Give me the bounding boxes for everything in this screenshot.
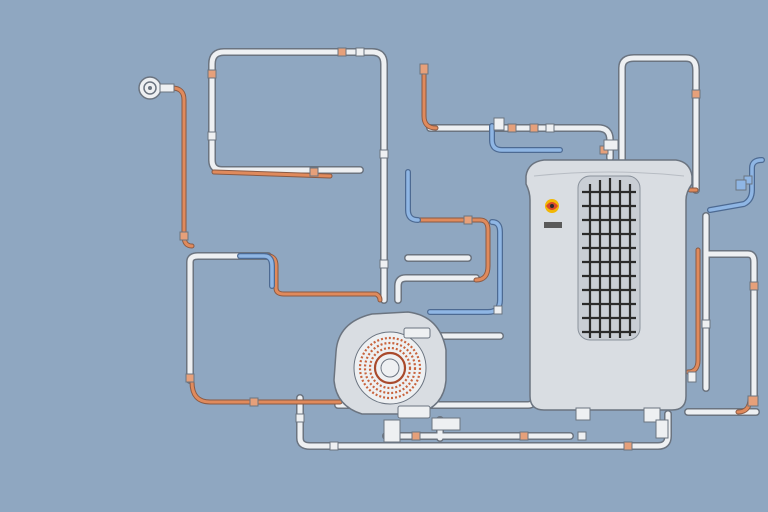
fitting	[207, 131, 217, 141]
fitting	[249, 397, 259, 407]
fitting	[337, 47, 347, 57]
fitting	[463, 215, 473, 225]
circulator-pump	[333, 311, 461, 443]
unit-grille	[582, 178, 636, 338]
valve	[747, 395, 759, 407]
brand-badge	[545, 199, 559, 213]
fitting	[519, 431, 529, 441]
fitting	[379, 259, 389, 269]
unit-label-plate	[544, 222, 562, 228]
cold-pipe-network	[237, 123, 765, 315]
valve	[687, 371, 697, 383]
valve	[493, 117, 505, 131]
pump-coil	[358, 336, 422, 400]
fitting	[529, 123, 539, 133]
pressure-gauge	[138, 76, 175, 100]
fitting	[185, 373, 195, 383]
fitting	[411, 431, 421, 441]
fitting	[623, 441, 633, 451]
fitting	[577, 431, 587, 441]
fitting	[309, 167, 319, 177]
heat-pump-unit	[525, 159, 693, 439]
copper-pipe-network	[169, 67, 753, 415]
valve	[735, 179, 747, 191]
fitting	[749, 281, 759, 291]
fitting	[179, 231, 189, 241]
fitting	[379, 149, 389, 159]
valves	[419, 63, 759, 407]
fitting	[329, 441, 339, 451]
fitting	[545, 123, 555, 133]
fitting	[701, 319, 711, 329]
valve	[603, 139, 619, 151]
valve	[419, 63, 429, 75]
fitting	[355, 47, 365, 57]
fitting	[493, 305, 503, 315]
fitting	[295, 413, 305, 423]
fitting	[207, 69, 217, 79]
fitting	[691, 89, 701, 99]
fitting	[507, 123, 517, 133]
